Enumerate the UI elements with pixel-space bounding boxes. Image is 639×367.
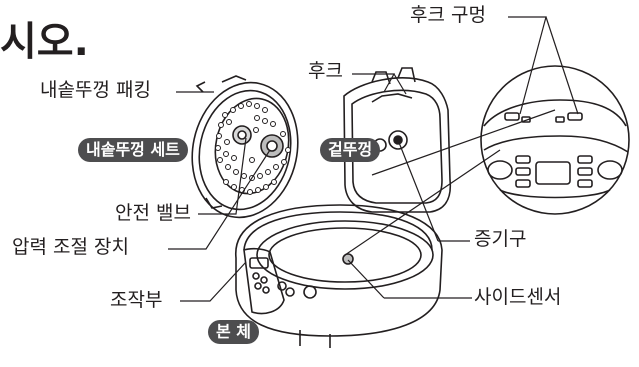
leader-safety-valve <box>198 137 247 215</box>
leader-zoom <box>371 109 556 176</box>
leader-hook-2 <box>393 73 407 95</box>
label-control-panel: 조작부 <box>110 289 163 311</box>
badge-inner-lid-set: 내솥뚜껑 세트 <box>78 138 188 162</box>
badge-main-body: 본 체 <box>208 320 260 344</box>
label-safety-valve: 안전 밸브 <box>115 202 191 224</box>
leader-zoom-2 <box>344 149 501 256</box>
label-gasket: 내솥뚜껑 패킹 <box>40 79 151 101</box>
outer-lid-drawing <box>343 67 452 213</box>
inner-lid-drawing <box>191 75 299 219</box>
label-pressure-control: 압력 조절 장치 <box>12 236 129 258</box>
leader-hook-holes-2 <box>545 16 579 115</box>
detail-zoom-drawing <box>480 65 630 215</box>
label-hook-holes: 후크 구멍 <box>410 4 486 26</box>
badge-outer-lid: 겉뚜껑 <box>320 138 381 162</box>
label-side-sensor: 사이드센서 <box>474 286 562 308</box>
heading-fragment: 시오. <box>0 19 89 65</box>
leader-side-sensor-2 <box>347 259 385 299</box>
leader-pressure-control <box>168 149 271 250</box>
leader-lines <box>168 16 579 302</box>
main-body-drawing <box>235 204 443 348</box>
leader-hook-holes-1 <box>508 16 547 115</box>
label-hook: 후크 <box>308 60 343 82</box>
label-steam-port: 증기구 <box>474 228 527 250</box>
leader-control-panel <box>180 261 247 302</box>
leader-steam-port-2 <box>397 139 439 242</box>
